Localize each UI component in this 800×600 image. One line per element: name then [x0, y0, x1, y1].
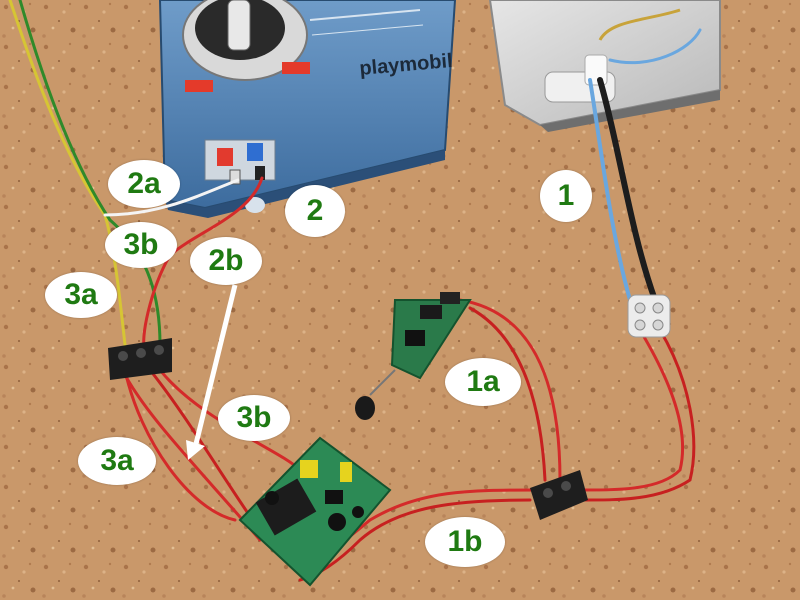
label-3b-bottom: 3b [218, 395, 290, 441]
relay-board-icon [238, 436, 392, 587]
terminal-block-white [627, 294, 671, 338]
label-1: 1 [540, 170, 592, 222]
sensor-module-icon [355, 292, 472, 420]
label-3a-top: 3a [45, 272, 117, 318]
label-2: 2 [285, 185, 345, 237]
label-3a-bottom: 3a [78, 437, 156, 485]
label-1a: 1a [445, 358, 521, 406]
battery-icon [488, 0, 721, 132]
terminal-block-icon [108, 338, 172, 380]
pointer-arrow [186, 284, 238, 460]
label-1b: 1b [425, 517, 505, 567]
terminal-block-right [530, 470, 588, 520]
transformer-icon [158, 0, 457, 218]
label-3b-top: 3b [105, 222, 177, 268]
label-2a: 2a [108, 160, 180, 208]
label-2b: 2b [190, 237, 262, 285]
